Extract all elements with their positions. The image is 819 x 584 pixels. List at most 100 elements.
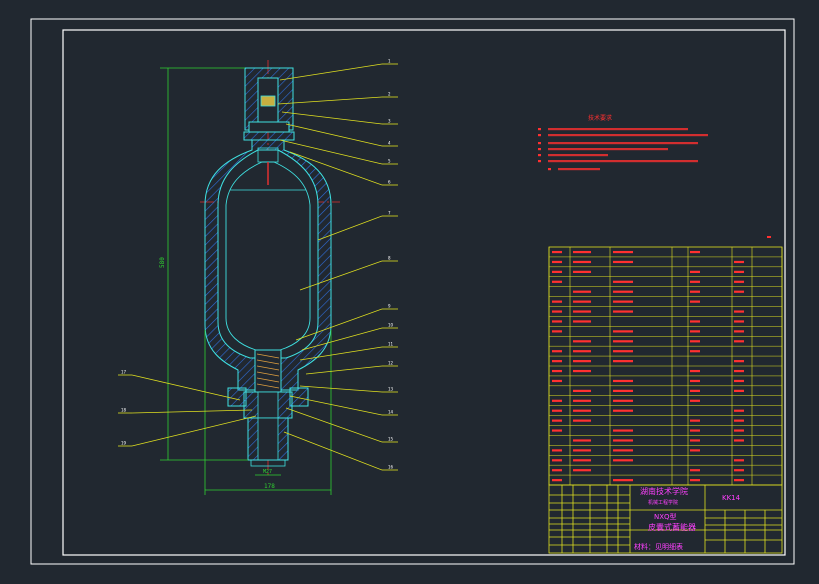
leader-line [289, 151, 383, 186]
balloon-number: 18 [121, 408, 127, 413]
balloon-number: 16 [388, 465, 394, 470]
bom-cell-text [552, 350, 562, 353]
leaders-left: 17 18 19 [118, 370, 257, 447]
leader-line [285, 123, 383, 147]
leader-line [301, 327, 383, 351]
balloon-number: 10 [388, 323, 394, 328]
bom-cell-text [613, 340, 633, 343]
bom-cell-text [613, 310, 633, 313]
bom-cell-text [690, 389, 700, 392]
bom-cell-text [552, 250, 562, 254]
bom-cell-text [734, 439, 744, 442]
bom-cell-text [552, 320, 562, 323]
bom-cell-text [573, 469, 591, 472]
valve-flange [243, 131, 295, 141]
bom-cell-text [552, 369, 562, 373]
leader-line [299, 385, 383, 393]
valve-nut [248, 121, 290, 133]
bom-cell-text [690, 250, 700, 254]
leader-line [131, 415, 257, 447]
notes-title: 技术要求 [588, 114, 612, 122]
thread-dimension-label: M27 [263, 469, 272, 475]
bom-cell-text [613, 409, 633, 412]
note-bullet [538, 134, 541, 137]
bom-cell-text [734, 469, 744, 472]
bom-cell-text [734, 290, 744, 293]
leader-line [277, 96, 383, 105]
bom-cell-text [734, 310, 744, 313]
bom-cell-text [613, 429, 633, 432]
bom-cell-text [734, 479, 744, 482]
bom-cell-text [573, 459, 591, 462]
dimensions [160, 67, 332, 495]
bom-cell-text [552, 300, 562, 303]
bom-cell-text [690, 330, 700, 333]
lock-nut-left [227, 387, 247, 407]
bom-cell-text [552, 449, 562, 452]
bom-cell-text [690, 379, 700, 383]
oil-port-bore [257, 391, 279, 419]
leader-line [281, 111, 383, 125]
oil-port-nipple-bore [257, 417, 279, 461]
note-line [548, 160, 698, 163]
bom-cell-text [552, 459, 562, 462]
width-dimension-label: 178 [264, 483, 275, 490]
bom-cell-text [690, 340, 700, 343]
bom-cell-text [573, 389, 591, 392]
bom-cell-text [690, 270, 700, 273]
bom-cell-text [573, 320, 591, 323]
bom-cell-text [613, 330, 633, 333]
leader-line [279, 139, 383, 165]
bom-cell-text [734, 429, 744, 432]
bom-cell-text [573, 360, 591, 363]
bom-cell-text [573, 310, 591, 313]
leader-line [131, 409, 253, 414]
bom-cell-text [552, 399, 562, 402]
leader-line [285, 407, 383, 443]
balloon-number: 3 [388, 119, 391, 124]
bom-cell-text [690, 429, 700, 432]
title-name-line2: 皮囊式蓄能器 [648, 522, 696, 532]
bom-cell-text [613, 449, 633, 452]
bom-cell-text [552, 379, 562, 383]
leader-line [279, 63, 383, 81]
bom-cell-text [573, 350, 591, 353]
height-dimension-label: 580 [159, 257, 166, 268]
bom-cell-text [690, 300, 700, 303]
title-company: 湖南技术学院 [640, 486, 688, 496]
title-subtitle: 机械工程学院 [648, 499, 678, 506]
title-name-line1: NXQ型 [654, 512, 677, 521]
note-bullet [538, 160, 541, 163]
bom-cell-text [573, 300, 591, 303]
bom-cell-text [734, 419, 744, 422]
bom-cell-text [613, 459, 633, 462]
balloon-number: 8 [388, 256, 391, 261]
balloon-number: 17 [121, 370, 127, 375]
title-material-label: 材料： [634, 542, 655, 551]
bom-cell-text [573, 260, 591, 264]
bom-cell-text [613, 250, 633, 254]
bom-cell-text [734, 330, 744, 333]
bom-cell-text [552, 260, 562, 264]
note-bullet [538, 148, 541, 151]
bom-cell-text [734, 389, 744, 392]
bom-cell-text [613, 439, 633, 442]
bom-cell-text [552, 310, 562, 313]
bom-cell-text [690, 479, 700, 482]
bom-cell-text [734, 459, 744, 462]
bom-cell-text [613, 300, 633, 303]
bom-cell-text [690, 419, 700, 422]
bom-cell-text [734, 270, 744, 273]
note-line [558, 168, 600, 171]
bom-cell-text [573, 369, 591, 373]
balloon-number: 19 [121, 441, 127, 446]
bom-cell-text [573, 290, 591, 293]
bom-cell-text [734, 280, 744, 283]
bom-cell-text [734, 409, 744, 412]
bom-cell-text [573, 399, 591, 402]
outer-frame [30, 18, 795, 565]
shell-inner [217, 149, 319, 359]
